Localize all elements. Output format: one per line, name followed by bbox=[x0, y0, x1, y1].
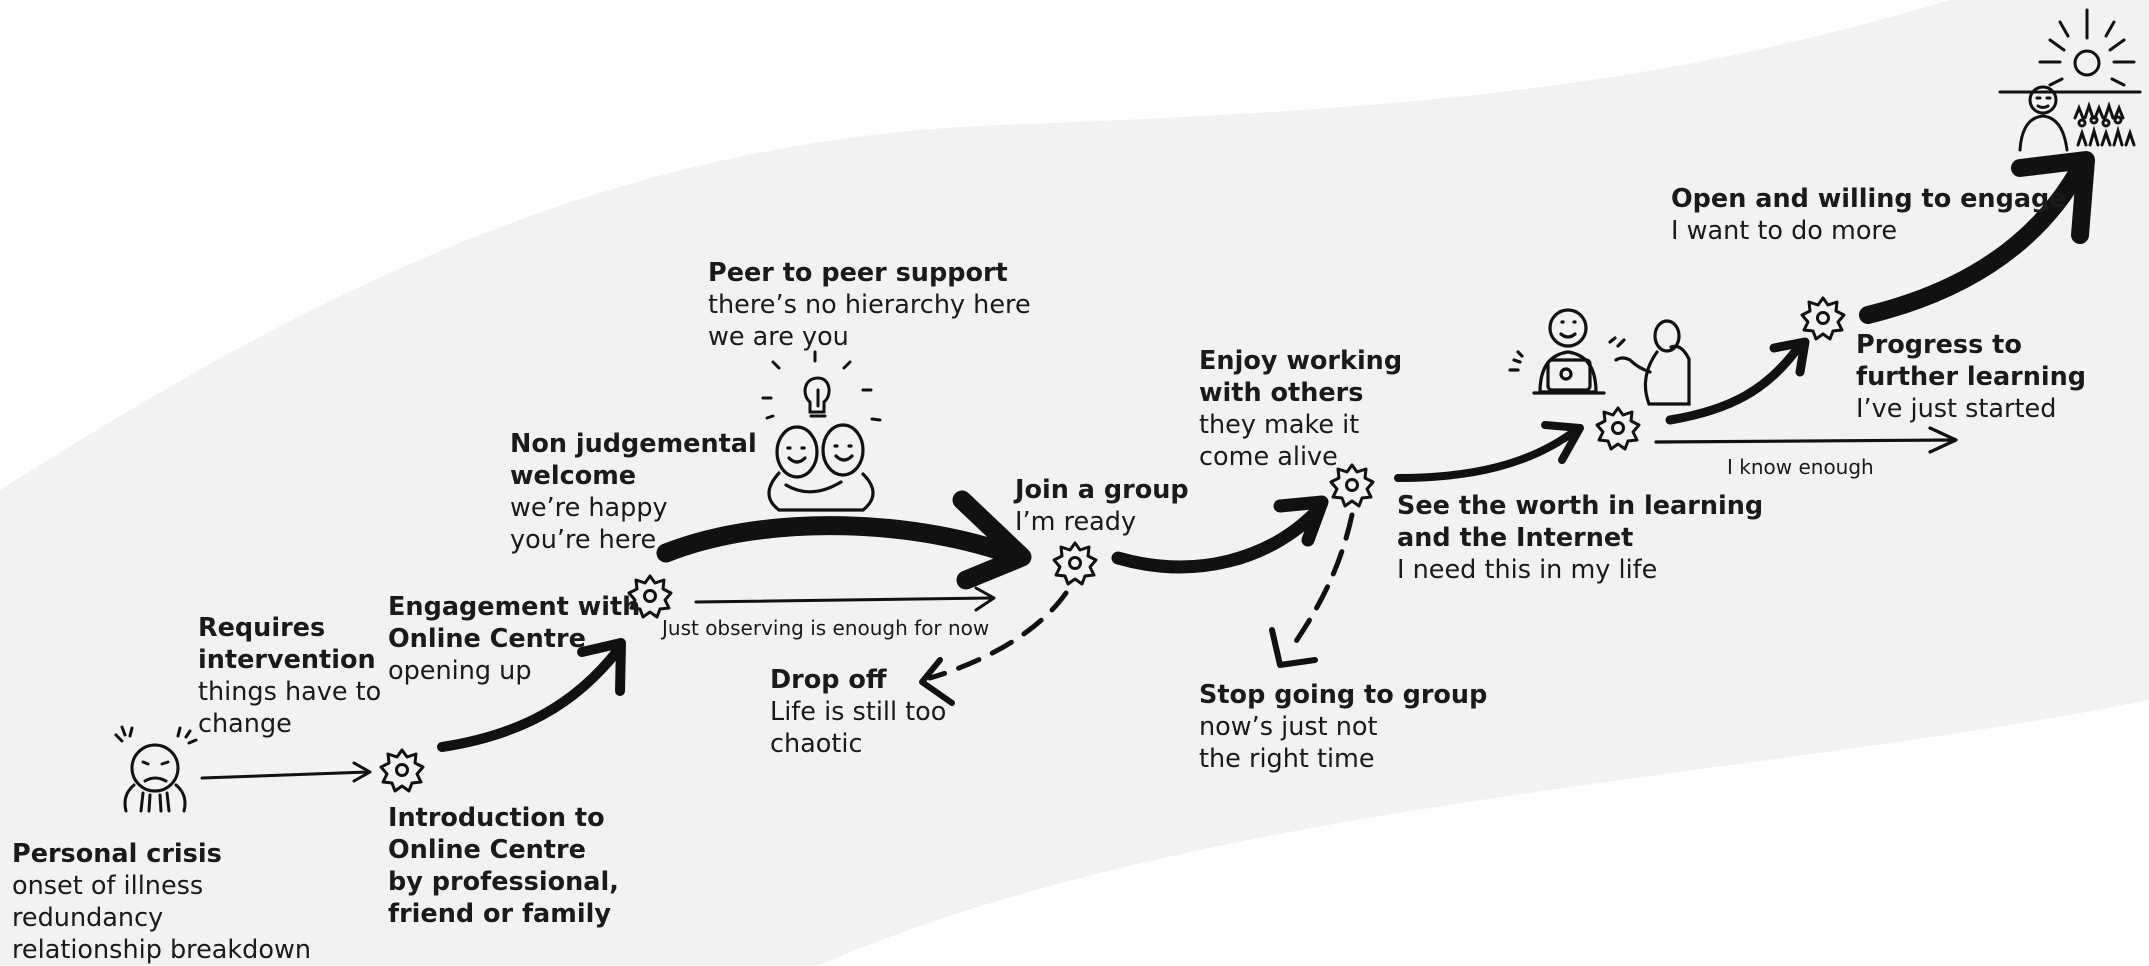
stage-non-judgemental: Non judgemental welcome we’re happy you’… bbox=[510, 428, 757, 556]
stage-drop-off: Drop off Life is still too chaotic bbox=[770, 664, 946, 760]
stage-title: with others bbox=[1199, 378, 1364, 408]
stage-stop-going: Stop going to group now’s just not the r… bbox=[1199, 679, 1487, 775]
sunrise-crowd-icon bbox=[1998, 8, 2142, 152]
stage-open-willing: Open and willing to engage I want to do … bbox=[1671, 183, 2067, 247]
stage-line: opening up bbox=[388, 656, 532, 686]
stage-title: Drop off bbox=[770, 665, 887, 695]
arrow-intro-to-engagement bbox=[437, 645, 623, 752]
arrow-worth-to-progress bbox=[1665, 340, 1805, 425]
know-enough-label: I know enough bbox=[1727, 455, 1874, 479]
stage-line: we are you bbox=[708, 322, 849, 352]
stage-see-worth: See the worth in learning and the Intern… bbox=[1397, 490, 1763, 586]
stage-title: friend or family bbox=[388, 899, 611, 929]
stage-title: Introduction to bbox=[388, 803, 605, 833]
stage-line: change bbox=[198, 709, 292, 739]
stage-title: Stop going to group bbox=[1199, 680, 1488, 710]
stage-line: I want to do more bbox=[1671, 216, 1898, 246]
stage-line: come alive bbox=[1199, 442, 1338, 472]
stage-peer-support: Peer to peer support there’s no hierarch… bbox=[708, 257, 1031, 353]
stage-line: chaotic bbox=[770, 729, 863, 759]
arrow-know-enough bbox=[1654, 438, 1956, 444]
stage-engagement: Engagement with Online Centre opening up bbox=[388, 591, 640, 687]
stage-line: they make it bbox=[1199, 410, 1360, 440]
stage-personal-crisis: Personal crisis onset of illness redunda… bbox=[12, 838, 311, 966]
stage-line: redundancy bbox=[12, 903, 164, 933]
stage-title: intervention bbox=[198, 645, 376, 675]
stage-title: Personal crisis bbox=[12, 839, 222, 869]
stage-title: See the worth in learning bbox=[1397, 491, 1764, 521]
stage-title: further learning bbox=[1856, 362, 2087, 392]
stage-line: onset of illness bbox=[12, 871, 204, 901]
arrow-welcome-to-join bbox=[656, 516, 1028, 567]
arrow-join-to-enjoy bbox=[1111, 503, 1325, 574]
stage-title: Non judgemental bbox=[510, 429, 757, 459]
arrow-drop-off bbox=[927, 590, 1069, 681]
stage-enjoy-working: Enjoy working with others they make it c… bbox=[1199, 345, 1402, 473]
stage-title: Engagement with bbox=[388, 592, 641, 622]
stage-line: the right time bbox=[1199, 744, 1375, 774]
stage-title: Online Centre bbox=[388, 835, 586, 865]
stage-line: now’s just not bbox=[1199, 712, 1378, 742]
stage-progress: Progress to further learning I’ve just s… bbox=[1856, 329, 2086, 425]
stage-title: welcome bbox=[510, 461, 637, 491]
stage-line: I’ve just started bbox=[1856, 394, 2057, 424]
stage-join-group: Join a group I’m ready bbox=[1015, 474, 1189, 538]
hugging-people-icon bbox=[767, 423, 875, 512]
distressed-person-icon bbox=[114, 725, 198, 813]
stage-line: there’s no hierarchy here bbox=[708, 290, 1031, 320]
stage-title: Enjoy working bbox=[1199, 346, 1403, 376]
stage-title: and the Internet bbox=[1397, 523, 1634, 553]
stage-line: you’re here bbox=[510, 525, 657, 555]
stage-title: Progress to bbox=[1856, 330, 2022, 360]
stage-line: we’re happy bbox=[510, 493, 668, 523]
arrow-crisis-to-intro bbox=[200, 770, 370, 780]
stage-line: I need this in my life bbox=[1397, 555, 1658, 585]
stage-title: Requires bbox=[198, 613, 326, 643]
stage-title: Open and willing to engage bbox=[1671, 184, 2067, 214]
stage-line: Life is still too bbox=[770, 697, 947, 727]
stage-line: relationship breakdown bbox=[12, 935, 311, 965]
arrow-enjoy-to-worth bbox=[1394, 426, 1580, 482]
stage-title: by professional, bbox=[388, 867, 619, 897]
arrow-stop-going bbox=[1287, 512, 1355, 653]
stage-line: things have to bbox=[198, 677, 382, 707]
arrow-progress-to-open bbox=[1859, 159, 2089, 324]
stage-introduction: Introduction to Online Centre by profess… bbox=[388, 802, 619, 930]
stage-title: Peer to peer support bbox=[708, 258, 1008, 288]
arrow-observing bbox=[694, 596, 994, 604]
lightbulb-icon bbox=[761, 350, 882, 422]
stage-line: I’m ready bbox=[1015, 507, 1137, 537]
stage-title: Online Centre bbox=[388, 624, 586, 654]
stage-requires-intervention: Requires intervention things have to cha… bbox=[198, 612, 381, 740]
observing-label: Just observing is enough for now bbox=[662, 616, 990, 640]
stage-title: Join a group bbox=[1015, 475, 1189, 505]
computer-user-icon bbox=[1508, 308, 1691, 406]
